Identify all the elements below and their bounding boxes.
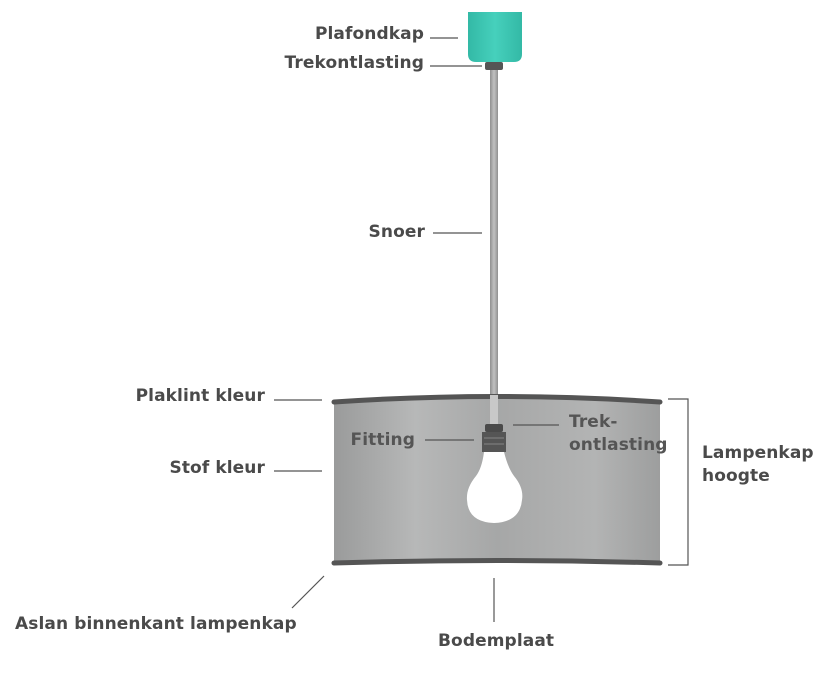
label-bodemplaat: Bodemplaat [438,631,555,651]
leader-aslan [291,575,325,609]
lampshade-bottom-rim [331,558,663,566]
label-lampenkap-line2: hoogte [702,466,770,486]
light-bulb [466,452,523,523]
label-stof-kleur: Stof kleur [169,458,265,478]
socket-ring-2 [484,443,504,445]
label-plafondkap: Plafondkap [314,24,424,44]
canopy-shape [468,12,522,62]
label-aslan: Aslan binnenkant lampenkap [15,614,297,634]
socket-ring [484,437,504,439]
label-trekontlasting-top: Trekontlasting [284,53,424,73]
label-trek-line1: Trek- [569,412,618,432]
socket-top [485,424,503,432]
label-trek-line2: ontlasting [569,435,668,455]
label-fitting: Fitting [350,430,415,450]
label-plaklint-kleur: Plaklint kleur [135,386,265,406]
label-snoer: Snoer [368,222,425,242]
cord [490,70,498,430]
cord-inner [490,395,498,425]
socket-body [482,432,506,452]
label-lampenkap-line1: Lampenkap [702,443,814,463]
strain-relief-top [485,62,503,70]
height-bracket [668,398,689,566]
